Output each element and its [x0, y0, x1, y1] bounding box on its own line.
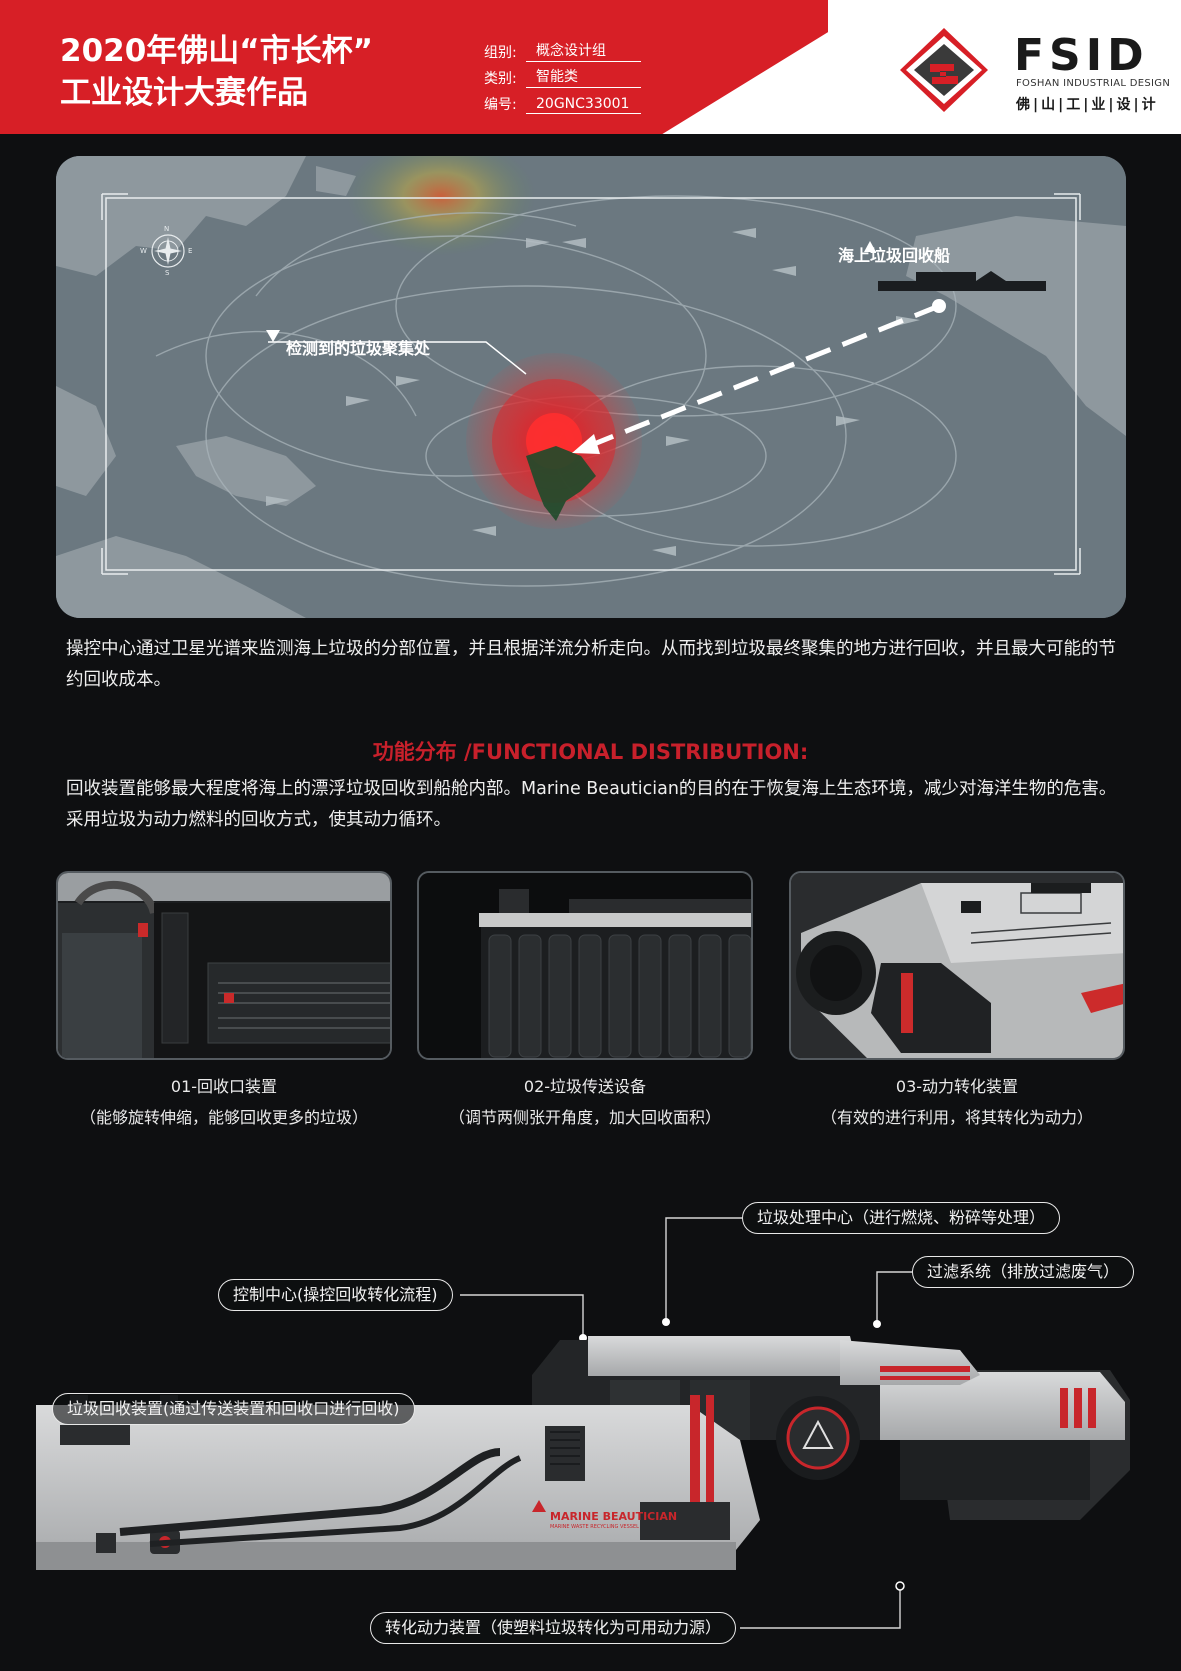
entry-meta: 组别: 概念设计组 类别: 智能类 编号: 20GNC33001: [484, 36, 641, 114]
intake-render: [58, 873, 390, 1058]
meta-number: 编号: 20GNC33001: [484, 88, 641, 114]
ship-brand-name: MARINE BEAUTICIAN: [550, 1510, 678, 1523]
compass-e: E: [188, 247, 193, 255]
callout-filter-system: 过滤系统（排放过滤废气）: [912, 1256, 1135, 1288]
ocean-current-map: 海上垃圾回收船 检测到的垃圾聚集处 N E S W: [56, 156, 1126, 618]
compass-s: S: [165, 269, 170, 277]
meta-label: 组别:: [484, 45, 517, 61]
meta-value: 概念设计组: [526, 40, 641, 62]
logo-chinese: 佛|山|工|业|设|计: [1016, 97, 1159, 113]
feature-3-title: 03-动力转化装置: [895, 1077, 1019, 1096]
feature-2-desc: （调节两侧张开角度，加大回收面积）: [448, 1108, 721, 1127]
feature-1-desc: （能够旋转伸缩，能够回收更多的垃圾）: [79, 1108, 368, 1127]
fsid-logo: FSID FOSHAN INDUSTRIAL DESIGN 佛|山|工|业|设|…: [896, 24, 1170, 116]
fsid-logo-icon: [900, 28, 988, 112]
intro-paragraph: 操控中心通过卫星光谱来监测海上垃圾的分部位置，并且根据洋流分析走向。从而找到垃圾…: [66, 639, 1116, 690]
header: 2020年佛山“市长杯” 工业设计大赛作品 组别: 概念设计组 类别: 智能类 …: [0, 0, 1181, 134]
callout-processing-center: 垃圾处理中心（进行燃烧、粉碎等处理）: [742, 1202, 1061, 1234]
ship-illustration: MARINE BEAUTICIAN MARINE WASTE RECYCLING…: [0, 1140, 1181, 1671]
garbage-label: 检测到的垃圾聚集处: [286, 339, 431, 358]
feature-card-power: [789, 871, 1125, 1060]
meta-group: 组别: 概念设计组: [484, 36, 641, 62]
compass-n: N: [164, 225, 170, 233]
title-line-2: 工业设计大赛作品: [60, 75, 308, 111]
meta-label: 类别:: [484, 71, 517, 87]
logo-subtitle: FOSHAN INDUSTRIAL DESIGN: [1016, 78, 1171, 89]
feature-2-title: 02-垃圾传送设备: [523, 1077, 647, 1096]
meta-value: 智能类: [526, 66, 641, 88]
title-line-1: 2020年佛山“市长杯”: [60, 33, 374, 69]
meta-label: 编号:: [484, 97, 517, 113]
feature-card-conveyor: [417, 871, 753, 1060]
conveyor-render: [419, 873, 751, 1058]
ship-label: 海上垃圾回收船: [838, 246, 951, 265]
logo-text: FSID: [1014, 30, 1149, 81]
feature-card-intake: [56, 871, 392, 1060]
callout-power-conversion: 转化动力装置（使塑料垃圾转化为可用动力源）: [370, 1612, 737, 1644]
map-graphic: [56, 156, 1126, 618]
meta-category: 类别: 智能类: [484, 62, 641, 88]
competition-title: 2020年佛山“市长杯” 工业设计大赛作品: [60, 30, 373, 114]
section-title: 功能分布 /FUNCTIONAL DISTRIBUTION:: [372, 740, 809, 764]
power-render: [791, 873, 1123, 1058]
feature-1-title: 01-回收口装置: [170, 1077, 278, 1096]
callout-control-center: 控制中心(操控回收转化流程): [218, 1279, 453, 1311]
header-red-banner: [0, 0, 828, 134]
compass-icon: [151, 234, 185, 268]
ship-render: [36, 1217, 1130, 1629]
feature-3-desc: （有效的进行利用，将其转化为动力）: [820, 1108, 1093, 1127]
callout-collection-device: 垃圾回收装置(通过传送装置和回收口进行回收): [52, 1393, 415, 1425]
compass-w: W: [140, 247, 147, 255]
ship-brand-tagline: MARINE WASTE RECYCLING VESSEL: [550, 1524, 639, 1530]
section-paragraph: 回收装置能够最大程度将海上的漂浮垃圾回收到船舱内部。Marine Beautic…: [66, 779, 1117, 830]
meta-value: 20GNC33001: [526, 96, 641, 114]
